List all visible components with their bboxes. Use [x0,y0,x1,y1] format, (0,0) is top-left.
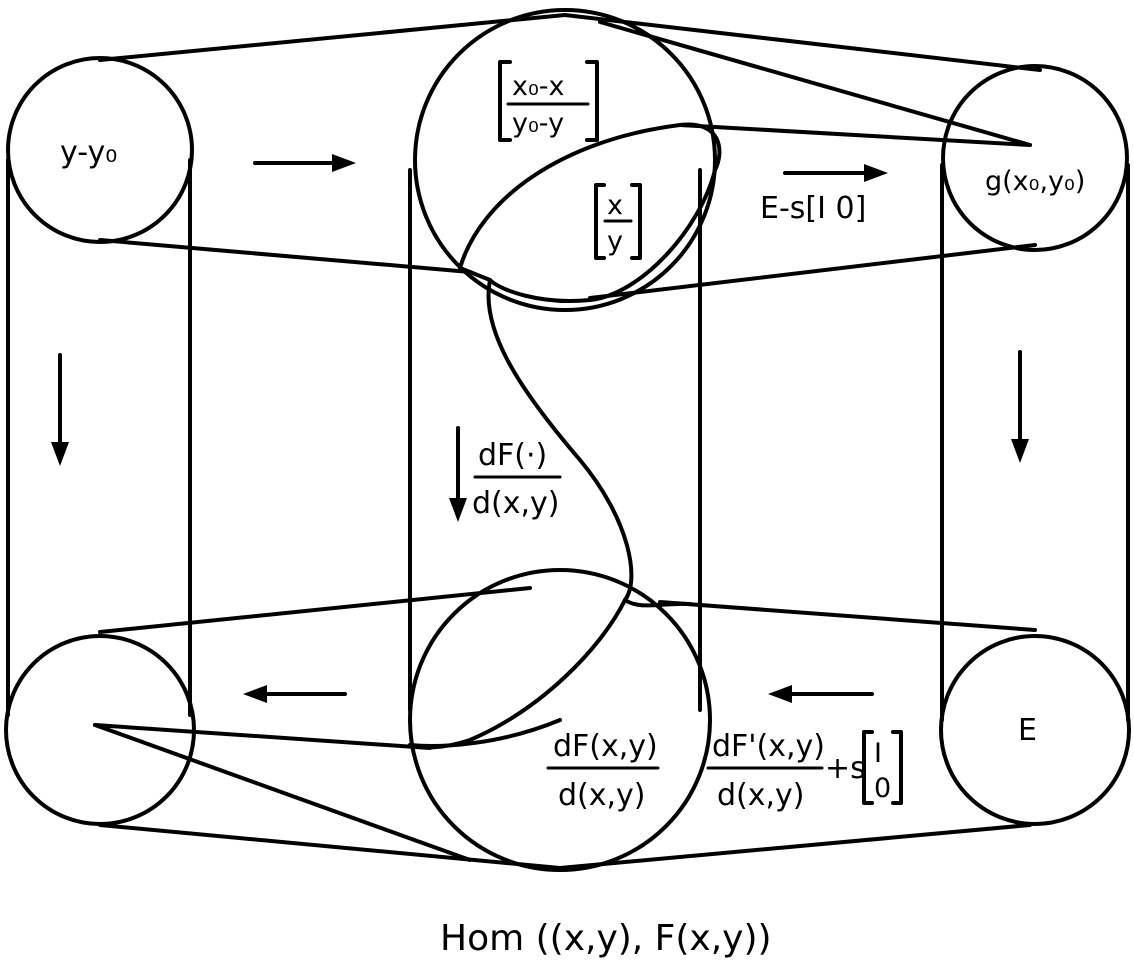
label-matrix-I: I [874,738,882,769]
label-inner-x: x [607,190,623,221]
label-top-right: g(x₀,y₀) [985,166,1085,197]
arrow-top-left-head [332,154,356,172]
circles [4,8,1131,872]
bottom-band-lower-right [558,823,1032,870]
top-left-circle [6,56,194,244]
bottom-matrix-right-bracket [891,730,903,805]
label-top-center-den: y₀-y [512,108,564,139]
label-bottom-arrow-num: dF'(x,y) [712,729,825,764]
label-matrix-0: 0 [874,773,891,804]
bottom-left-fan-upper [93,723,432,750]
bottom-left-circle [4,634,196,826]
bottom-band-upper-right [658,600,1037,632]
top-right-fan-lower [678,123,1032,147]
bottom-matrix-left-bracket [862,730,874,805]
matrix-left-bracket [498,60,512,142]
arrow-top-right-head [864,164,888,182]
label-bottom-arrow-den: d(x,y) [717,778,805,813]
label-bottom-center-den: d(x,y) [558,778,646,813]
label-top-left: y-y₀ [60,135,117,170]
bottom-band-upper-left [98,586,532,634]
inner-right-bracket [630,183,642,260]
label-bottom-arrow-plus: +s [825,751,866,786]
top-band-upper-left [98,13,567,62]
matrix-right-bracket [585,60,599,142]
inner-lens [458,122,722,303]
caption: Hom ((x,y), F(x,y)) [440,918,772,959]
bottom-arrow-label: dF'(x,y) d(x,y) +s I 0 [706,729,903,813]
arrow-center-down-head [449,498,467,522]
inner-left-bracket [594,183,606,260]
bottom-right-circle [939,634,1131,826]
top-center-circle [413,8,717,312]
label-top-center-num: x₀-x [512,71,565,102]
bottom-center-fraction: dF(x,y) d(x,y) [546,729,660,813]
top-center-matrix: x₀-x y₀-y [498,60,599,142]
bottom-lens-tail [623,598,692,608]
top-band-lower-right [588,243,1037,300]
bottom-lens-inner [408,718,562,748]
label-bottom-center-num: dF(x,y) [553,729,658,764]
arrow-bottom-right-head [768,685,792,703]
label-bottom-right: E [1018,713,1037,748]
cylinder-outlines [6,13,1130,870]
arrow-right-down-head [1011,439,1029,463]
bottom-left-fan-lower [93,723,472,862]
inner-curves [408,122,722,750]
arrow-left-down-head [51,442,69,466]
label-middle-num: dF(·) [478,438,547,473]
bottom-band-lower-left [98,823,562,870]
top-right-circle [941,64,1129,252]
label-inner-y: y [607,226,623,257]
label-middle-den: d(x,y) [472,486,560,521]
bottom-center-circle [408,568,712,872]
bottom-lens-upper [408,598,627,750]
middle-fraction: dF(·) d(x,y) [472,438,562,521]
s-curve [486,278,634,602]
top-band-lower-left [98,238,472,274]
top-right-fan-upper [598,20,1032,147]
arrow-bottom-left-head [243,685,267,703]
inner-xy-matrix: x y [594,183,642,260]
label-top-arrow-right: E-s[I 0] [760,191,866,226]
arrows [51,154,1029,703]
labels: y-y₀ x₀-x y₀-y x y E-s[I 0] g(x₀,y₀) dF(… [60,60,1085,959]
top-band-upper-right [563,13,1042,72]
